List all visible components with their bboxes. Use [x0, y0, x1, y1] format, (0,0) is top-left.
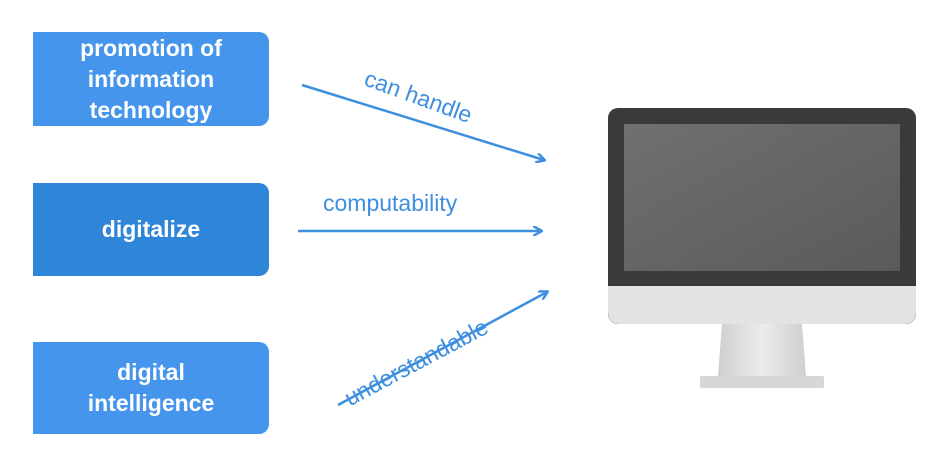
arrow-understandable — [337, 292, 547, 407]
monitor-base — [700, 376, 824, 388]
arrow-can-handle — [301, 83, 544, 160]
box-digital-intelligence-label: digital intelligence — [87, 359, 215, 416]
box-information-technology: promotion of information technology — [33, 32, 269, 126]
arrow-label-computability: computability — [323, 190, 458, 216]
box-information-technology-label: promotion of information technology — [80, 34, 222, 123]
monitor-screen — [624, 124, 900, 271]
monitor-chin — [608, 286, 916, 324]
box-digital-intelligence: digital intelligence — [33, 342, 269, 434]
box-digitalize: digitalize — [33, 183, 269, 276]
box-digitalize-label: digitalize — [101, 216, 201, 242]
desktop-monitor-icon — [608, 108, 916, 388]
monitor-stand — [718, 324, 806, 376]
